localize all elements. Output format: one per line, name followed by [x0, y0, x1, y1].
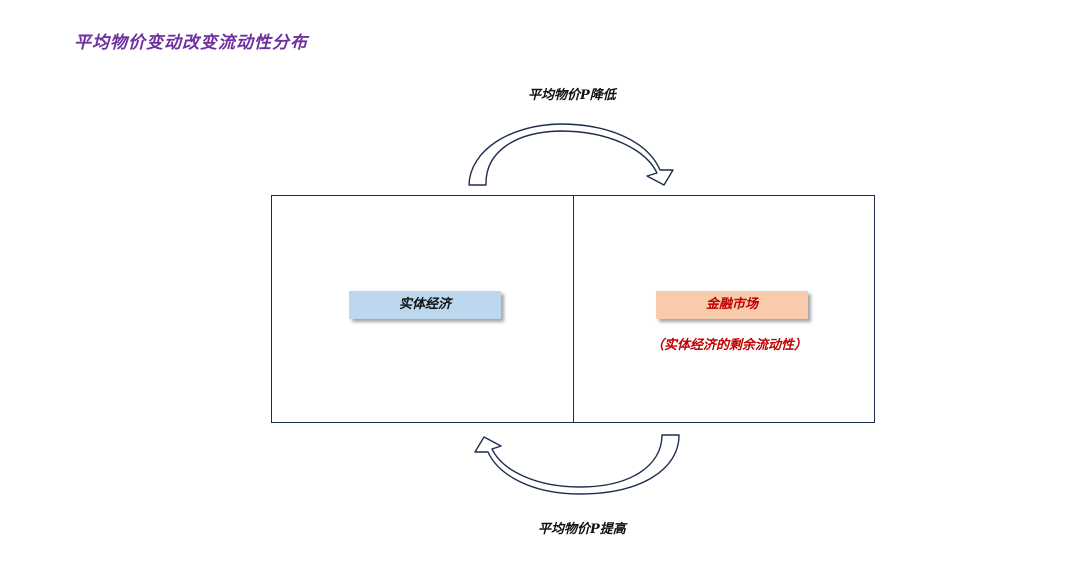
frame-divider: [573, 195, 574, 423]
financial-market-label: 金融市场: [656, 291, 808, 319]
bottom-curved-arrow: [474, 434, 680, 495]
financial-market-note: （实体经济的剩余流动性）: [651, 338, 808, 353]
real-economy-label: 实体经济: [349, 291, 501, 319]
top-arrow-label: 平均物价P降低: [528, 88, 616, 103]
bottom-arrow-label: 平均物价P提高: [538, 522, 626, 537]
page-title: 平均物价变动改变流动性分布: [74, 33, 308, 53]
top-curved-arrow: [468, 123, 674, 186]
